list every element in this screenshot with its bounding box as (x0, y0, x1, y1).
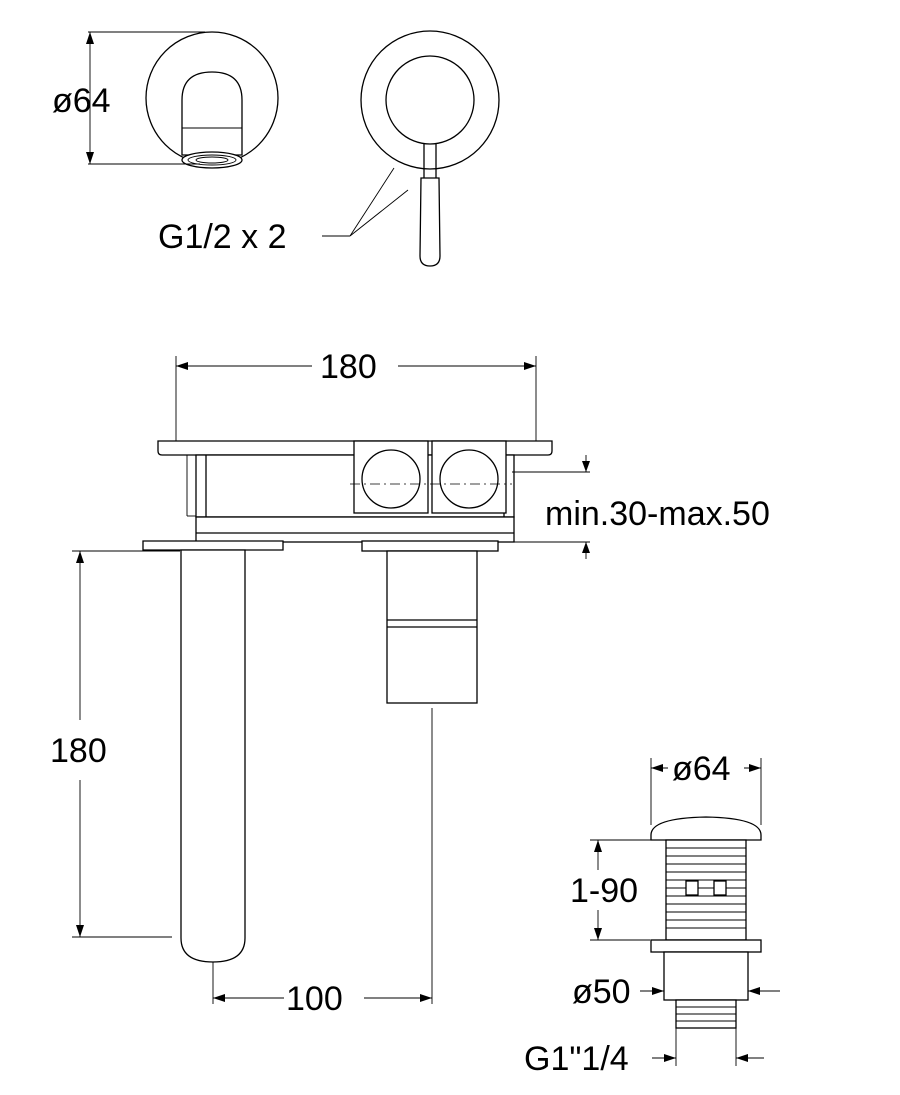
wall-depth-label: min.30-max.50 (545, 495, 770, 533)
plate-width-label: 180 (320, 348, 377, 386)
wall-depth-dimension: min.30-max.50 (512, 455, 770, 559)
lever-front-view (360, 30, 500, 267)
waste-drain-view (650, 816, 762, 1029)
connection-thread-label: G1/2 x 2 (158, 218, 287, 256)
waste-body-diameter-label: ø50 (572, 973, 631, 1011)
spout-offset-label: 100 (286, 980, 343, 1018)
top-diameter-dimension: ø64 (52, 31, 205, 165)
waste-body-diameter-dimension: ø50 (572, 973, 780, 1011)
mixer-side-elevation (142, 440, 553, 963)
waste-thread-lines (666, 847, 746, 929)
waste-diameter-label: ø64 (672, 750, 731, 788)
spout-length-dimension: 180 (50, 550, 180, 938)
spout-offset-dimension: 100 (212, 708, 433, 1018)
waste-diameter-dimension: ø64 (650, 750, 762, 825)
waste-range-label: 1-90 (570, 872, 638, 910)
plate-width-dimension: 180 (175, 348, 537, 442)
spout-front-view (145, 31, 279, 169)
waste-thread-dimension: G1"1/4 (524, 1028, 764, 1078)
waste-thread-label: G1"1/4 (524, 1040, 629, 1078)
spout-length-label: 180 (50, 732, 107, 770)
connection-thread-dimension: G1/2 x 2 (158, 167, 409, 256)
waste-range-dimension: 1-90 (570, 839, 664, 941)
top-diameter-label: ø64 (52, 82, 111, 120)
